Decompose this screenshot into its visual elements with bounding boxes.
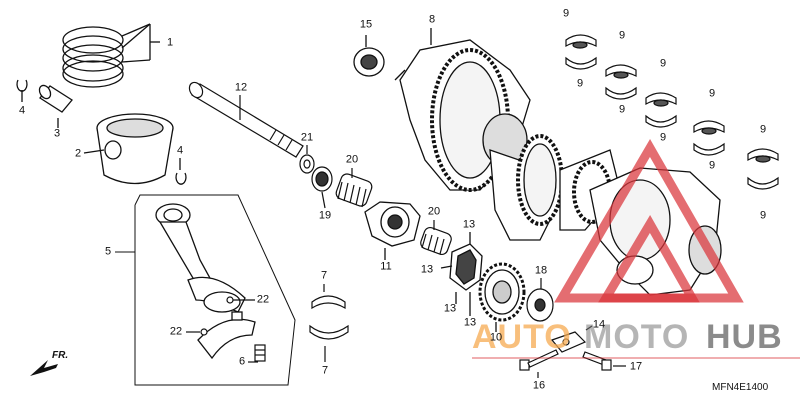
watermark-logo [554,139,744,303]
callout-22-upper: 22 [256,293,270,306]
callout-7-lower: 7 [321,364,329,377]
watermark-text-auto: AUTO [472,318,572,356]
plate-14 [550,325,593,353]
callout-1: 1 [166,36,174,49]
piston-pin-clip-left [16,79,28,102]
callout-8: 8 [428,13,436,26]
connecting-rod-group [115,194,296,386]
callout-2: 2 [74,147,82,160]
balancer-driven-gear [478,262,526,332]
needle-bearing-lower [420,220,452,256]
rod-bearing-shells [309,284,349,362]
diagram-code: MFN4E1400 [712,382,769,393]
callout-12: 12 [234,81,248,94]
piston-rings [62,23,160,88]
front-direction-label: FR. [52,350,69,361]
callout-14: 14 [592,318,606,331]
front-direction-arrow [30,360,58,376]
callout-13-left: 13 [420,263,434,276]
connecting-rod [155,203,246,313]
callout-9-b-top: 9 [618,29,626,42]
callout-11: 11 [380,260,392,273]
piston-pin-clip-right [175,158,187,185]
bolt-17 [582,351,626,371]
callout-19: 19 [318,209,332,222]
callout-13-bottom: 13 [463,316,477,329]
watermark-text-moto: MOTO [584,318,690,356]
callout-20-lower: 20 [427,205,441,218]
callout-13-top: 13 [462,218,476,231]
callout-21: 21 [300,131,314,144]
callout-9-a-bottom: 9 [576,77,584,90]
callout-4-right: 4 [176,144,184,157]
callout-10: 10 [489,331,503,344]
watermark-text-hub: HUB [706,318,783,356]
oil-seal-19 [311,166,333,209]
callout-18: 18 [534,264,548,277]
callout-7-upper: 7 [320,269,328,282]
callout-6: 6 [238,355,246,368]
rod-bolt-nut [186,296,255,336]
needle-bearing-upper [335,168,373,208]
bolt-16 [519,349,559,378]
callout-5: 5 [104,245,112,258]
callout-9-e-bottom: 9 [759,209,767,222]
callout-9-d-bottom: 9 [708,159,716,172]
damper-rubbers [440,232,483,316]
callout-9-c-bottom: 9 [659,131,667,144]
callout-9-c-top: 9 [659,57,667,70]
callout-15: 15 [359,18,373,31]
connecting-rod-cap [197,311,256,360]
callout-9-b-bottom: 9 [618,103,626,116]
washer-18 [526,278,554,322]
balancer-shaft [188,81,304,158]
needle-bearing-15 [353,35,385,77]
rod-nut [248,344,266,363]
callout-3: 3 [53,127,61,140]
piston [83,113,174,185]
callout-17: 17 [629,360,643,373]
washer-21 [299,145,315,174]
callout-9-a-top: 9 [562,7,570,20]
callout-20-upper: 20 [345,153,359,166]
callout-9-e-top: 9 [759,123,767,136]
piston-pin [38,84,73,128]
callout-4-left: 4 [18,104,26,117]
callout-13-bottom-left: 13 [443,302,457,315]
balancer-weight [364,201,421,260]
callout-22-lower: 22 [169,325,183,338]
callout-9-d-top: 9 [708,87,716,100]
callout-16: 16 [532,379,546,392]
crank-bearing-shells [565,34,779,190]
